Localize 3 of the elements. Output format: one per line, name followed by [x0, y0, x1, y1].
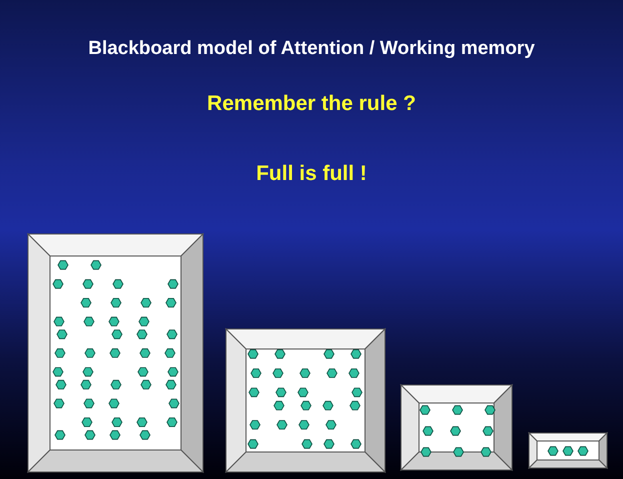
slide-heading: Remember the rule ? — [206, 92, 417, 116]
slide-heading: Full is full ! — [255, 162, 368, 186]
slide-title: Blackboard model of Attention / Working memory — [87, 38, 536, 60]
